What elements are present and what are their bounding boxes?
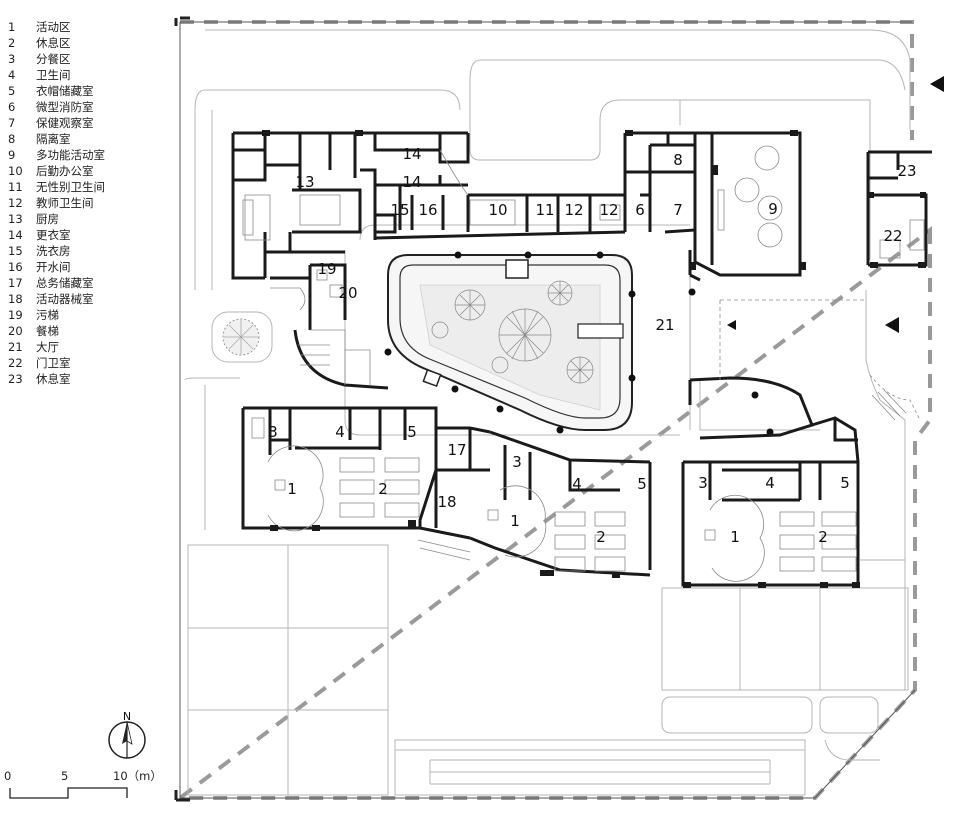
- room-label: 9: [768, 200, 778, 218]
- building-walls: [231, 131, 932, 587]
- room-label: 23: [897, 162, 916, 180]
- room-label: 18: [437, 493, 456, 511]
- room-label: 4: [765, 474, 775, 492]
- room-label: 2: [378, 480, 388, 498]
- room-label: 1: [730, 528, 740, 546]
- courtyard: [387, 254, 633, 431]
- room-label: 14: [402, 173, 421, 191]
- entrance-arrow-icon: [727, 76, 944, 333]
- room-label: 12: [564, 201, 583, 219]
- room-label: 19: [317, 260, 336, 278]
- room-label: 7: [673, 201, 683, 219]
- room-label: 5: [637, 475, 647, 493]
- room-label: 11: [535, 201, 554, 219]
- scale-tick-label: 5: [61, 769, 68, 783]
- room-label: 21: [655, 316, 674, 334]
- tree-icon: [211, 311, 273, 363]
- room-label: 1: [510, 512, 520, 530]
- room-label: 1: [287, 480, 297, 498]
- column-dots: [384, 251, 774, 436]
- north-arrow-icon: N: [108, 710, 146, 759]
- room-label: 13: [295, 173, 314, 191]
- room-label: 5: [840, 474, 850, 492]
- room-label: 20: [338, 284, 357, 302]
- site-boundary: [174, 16, 932, 802]
- room-label: 3: [698, 474, 708, 492]
- north-label: N: [123, 710, 131, 723]
- play-field-grid: [187, 544, 909, 796]
- room-label: 2: [818, 528, 828, 546]
- scale-tick-label: 0: [4, 769, 11, 783]
- room-label: 4: [572, 475, 582, 493]
- scale-tick-label: 10（m）: [113, 769, 162, 783]
- room-label: 4: [335, 423, 345, 441]
- furniture-lines: [242, 145, 925, 582]
- room-label: 3: [268, 423, 278, 441]
- room-label: 3: [512, 453, 522, 471]
- room-label: 12: [599, 201, 618, 219]
- room-label: 10: [488, 201, 507, 219]
- wall-blocks: [262, 130, 926, 588]
- room-label: 8: [673, 151, 683, 169]
- room-label: 22: [883, 227, 902, 245]
- scale-bar: 0 5 10（m）: [4, 769, 162, 799]
- room-label: 15: [390, 201, 409, 219]
- room-labels: 14 14 13 15 16 10 11 12 12 6 7 8 9 23 22…: [268, 145, 916, 546]
- room-label: 5: [407, 423, 417, 441]
- room-label: 17: [447, 441, 466, 459]
- room-label: 6: [635, 201, 645, 219]
- room-label: 2: [596, 528, 606, 546]
- room-label: 14: [402, 145, 421, 163]
- room-label: 16: [418, 201, 437, 219]
